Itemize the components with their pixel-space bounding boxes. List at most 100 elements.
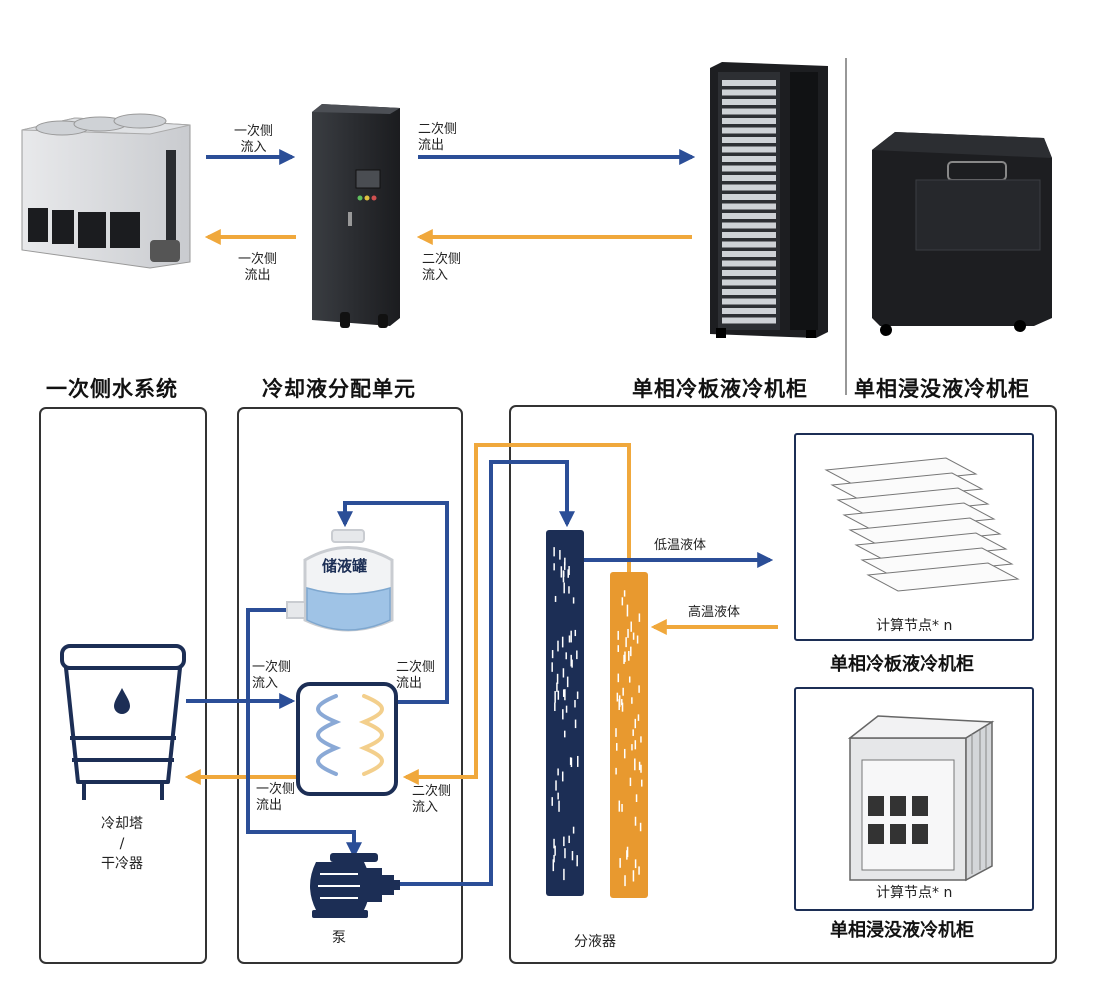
top-primary-in-label: 一次侧 流入 [234,124,273,156]
heat-exchanger-icon [296,682,398,796]
water-drop-icon [114,688,130,714]
manifold-label: 分液器 [574,934,616,950]
rack-slot [722,279,776,286]
top-secondary-out-line2: 流出 [418,138,445,153]
rack-slot [722,165,776,172]
pipe-secondary-to-tank [337,501,449,704]
cold-plate-node-illustration [824,457,1020,592]
rack-slot [722,127,776,134]
cooling-tower-icon [60,644,186,800]
cold-plate-node-slice [866,562,1020,592]
rack-slot [722,156,776,162]
cold-plate-node-box [794,433,1034,641]
rack-slot [722,260,776,267]
cold-plate-cabinet-title: 单相冷板液冷机柜 [830,654,974,675]
cooling-tower-photo [21,113,191,269]
cdu-primary-out-line1: 一次侧 [256,782,296,797]
rack-slot [722,146,776,153]
rack-slot [722,184,776,191]
top-primary-in-line1: 一次侧 [234,124,274,139]
cdu-secondary-out-label: 二次侧 流出 [396,660,435,692]
cdu-secondary-out-line1: 二次侧 [396,660,436,675]
cdu-cabinet-photo [312,104,400,328]
rack-slot [722,251,776,257]
top-secondary-in-line1: 二次侧 [422,252,462,267]
cdu-primary-out-line2: 流出 [256,798,283,813]
pump-icon [310,853,400,918]
cdu-primary-in-label: 一次侧 流入 [252,660,291,692]
high-temp-label: 高温液体 [688,605,741,620]
cooling-tower-label-line2: / [119,836,125,852]
rack-slots [722,80,776,324]
rack-slot [722,80,776,86]
cdu-secondary-in-label: 二次侧 流入 [412,784,451,816]
top-primary-in-line2: 流入 [240,140,267,155]
cold-plate-node-slice [836,487,990,517]
rack-slot [722,118,776,124]
rack-slot [722,175,776,181]
rack-slot [722,203,776,210]
rack-slot [722,222,776,229]
immersion-tank-photo [872,132,1052,336]
immersion-cabinet-title: 单相浸没液冷机柜 [830,920,974,941]
rack-slot [722,108,776,115]
section-title-primary: 一次侧水系统 [46,377,178,401]
cooling-tower-label-line1: 冷却塔 [101,816,143,832]
rack-slot [722,137,776,143]
pipe-hot-return [402,443,631,785]
cdu-secondary-out-line2: 流出 [396,676,423,691]
cold-plate-node-slice [824,457,978,487]
cdu-primary-out-label: 一次侧 流出 [256,782,295,814]
cold-plate-node-slice [848,517,1002,547]
cold-plate-node-slice [830,472,984,502]
rack-slot [722,298,776,305]
rack-slot [722,241,776,248]
top-secondary-out-label: 二次侧 流出 [418,122,457,154]
top-secondary-in-line2: 流入 [422,268,449,283]
top-primary-out-line1: 一次侧 [238,252,278,267]
cold-plate-node-slice [854,532,1008,562]
cdu-panel [237,407,463,964]
section-title-cdu: 冷却液分配单元 [262,377,416,401]
section-title-immersion: 单相浸没液冷机柜 [854,377,1030,401]
cold-plate-rack-photo [710,62,828,338]
cold-manifold-texture [551,547,579,881]
cabinet-panel [509,405,1057,964]
cdu-secondary-in-line1: 二次侧 [412,784,452,799]
rack-slot [722,194,776,200]
cdu-secondary-in-line2: 流入 [412,800,439,815]
immersion-node-illustration [847,715,995,882]
rack-slot [722,289,776,295]
rack-slot [722,308,776,314]
primary-system-panel [39,407,207,964]
storage-tank-icon [286,529,394,632]
section-title-cold-plate: 单相冷板液冷机柜 [632,377,808,401]
top-secondary-in-label: 二次侧 流入 [422,252,461,284]
storage-tank-label: 储液罐 [322,557,368,575]
rack-slot [722,317,776,324]
rack-slot [722,213,776,219]
low-temp-label: 低温液体 [654,538,707,553]
top-primary-out-line2: 流出 [244,268,271,283]
cold-plate-node-slice [842,502,996,532]
rack-slot [722,89,776,96]
cold-plate-node-slice [860,547,1014,577]
top-primary-out-label: 一次侧 流出 [238,252,277,284]
rack-slot [722,99,776,105]
cold-plate-nodes-label: 计算节点* n [876,618,953,634]
cold-manifold [546,530,584,896]
pipe-pump-to-manifold [398,460,575,886]
pump-label: 泵 [332,930,346,946]
pipe-tank-to-pump [246,608,362,859]
cooling-tower-label-line3: 干冷器 [101,856,143,872]
immersion-nodes-label: 计算节点* n [876,885,953,901]
rack-slot [722,232,776,238]
cdu-primary-in-line1: 一次侧 [252,660,292,675]
top-secondary-out-line1: 二次侧 [418,122,458,137]
hot-manifold-texture [615,590,643,887]
immersion-node-box [794,687,1034,911]
cdu-primary-in-line2: 流入 [252,676,279,691]
hot-manifold [610,572,648,898]
